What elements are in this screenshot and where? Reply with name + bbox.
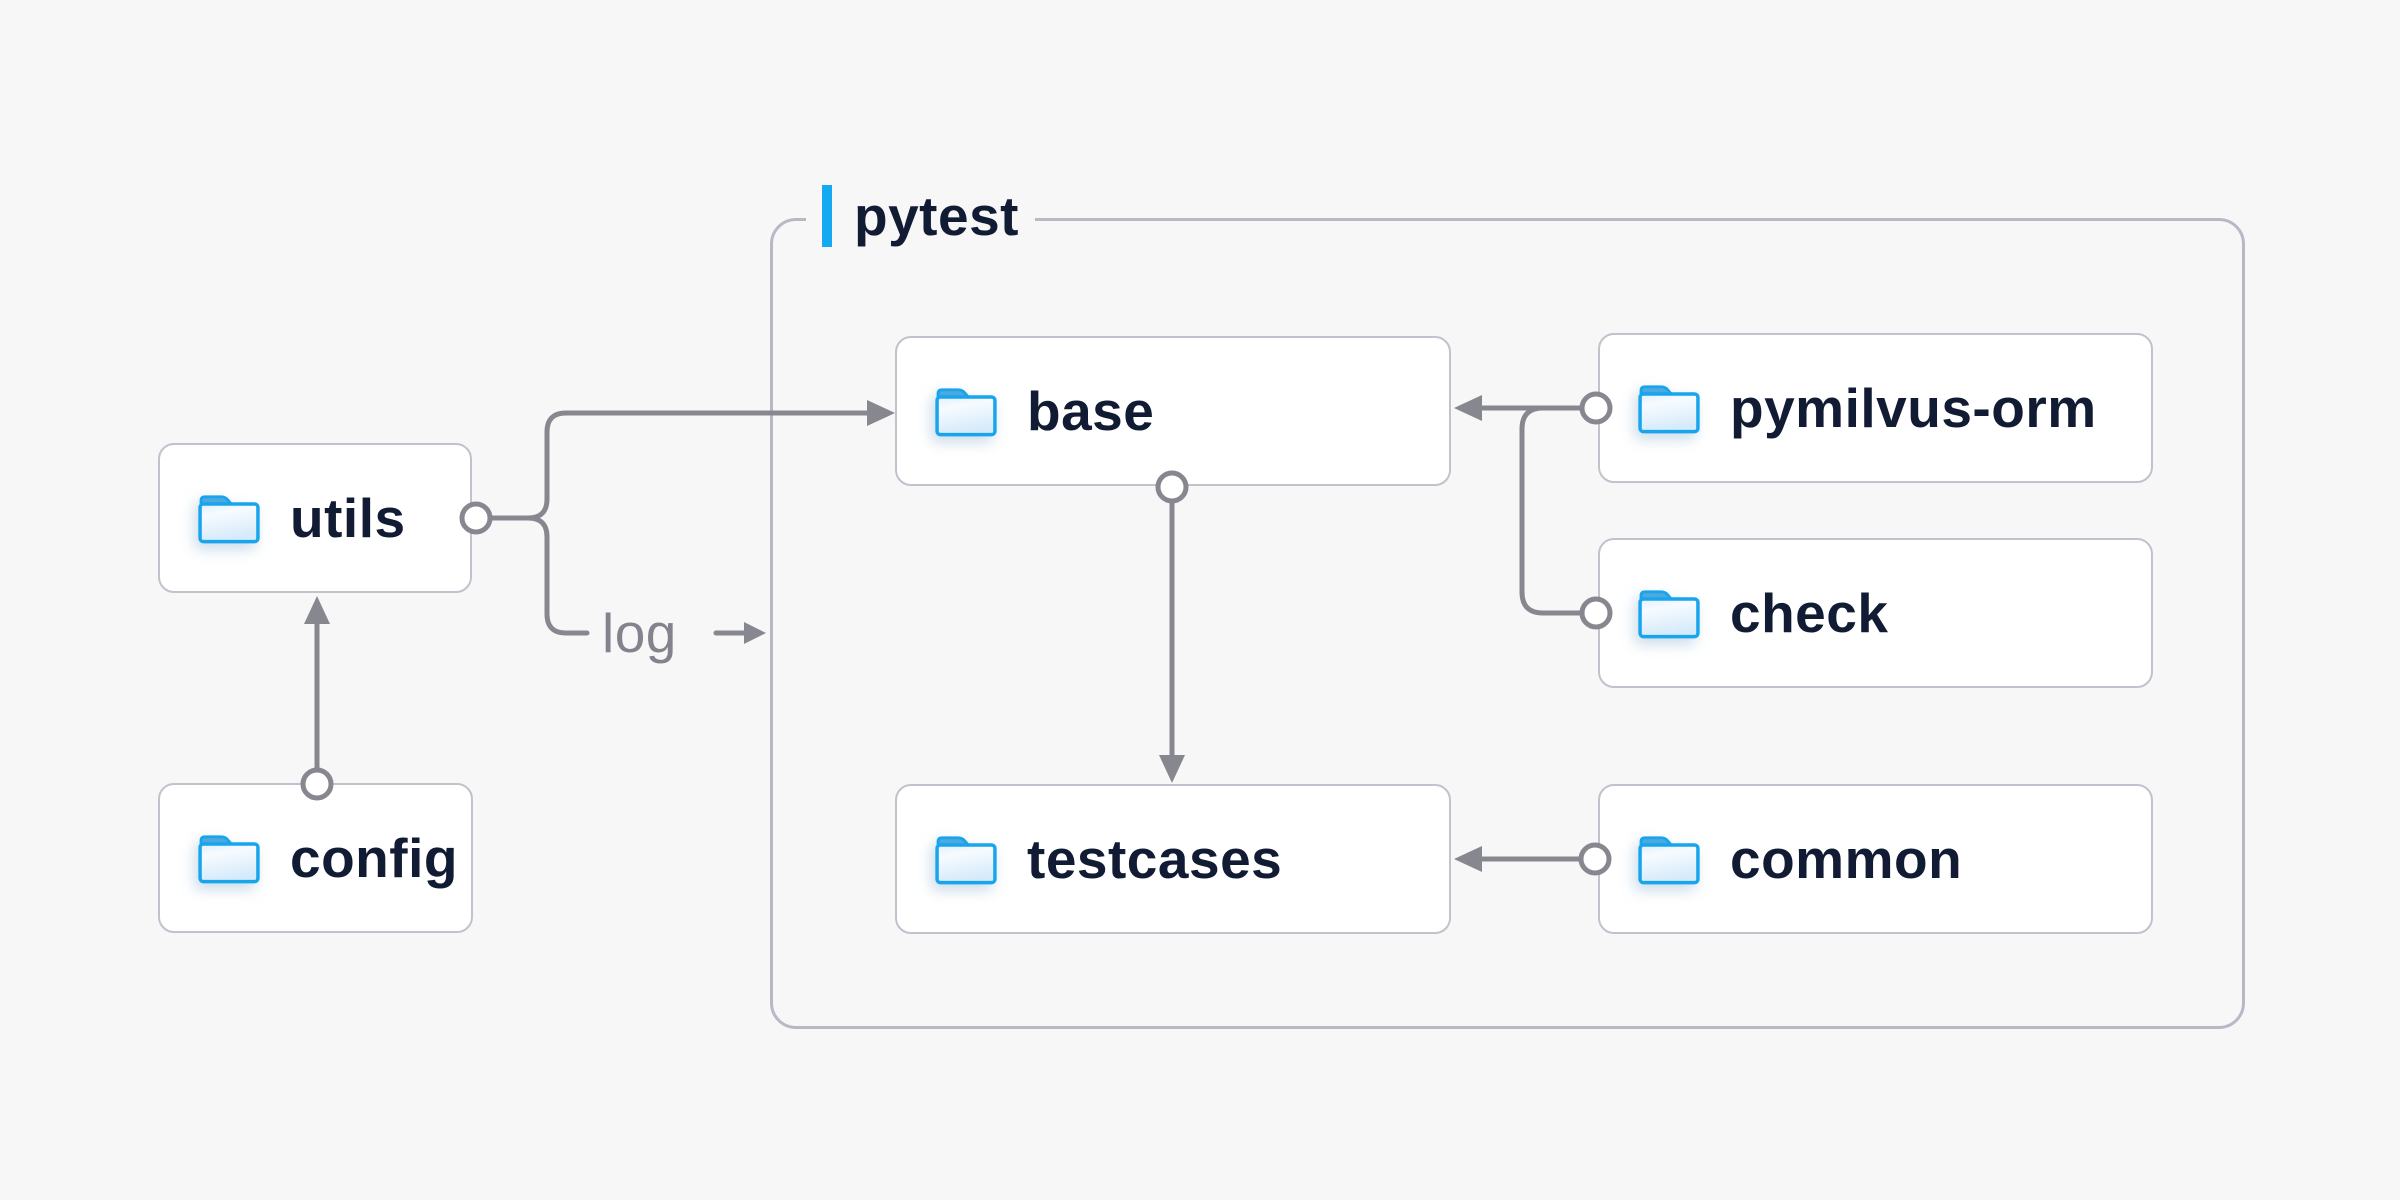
- node-label: utils: [290, 487, 406, 549]
- edge-config-utils: [304, 596, 330, 771]
- folder-icon: [935, 388, 997, 437]
- node-label: check: [1730, 582, 1889, 644]
- node-utils: utils: [158, 443, 472, 593]
- node-label: testcases: [1027, 828, 1283, 890]
- node-base: base: [895, 336, 1451, 486]
- node-check: check: [1598, 538, 2153, 688]
- accent-bar: [822, 185, 832, 247]
- folder-icon: [1638, 385, 1700, 434]
- log-edge-label: log: [602, 602, 677, 664]
- node-label: config: [290, 827, 458, 889]
- node-pymilvus-orm: pymilvus-orm: [1598, 333, 2153, 483]
- node-testcases: testcases: [895, 784, 1451, 934]
- folder-icon: [1638, 590, 1700, 639]
- folder-icon: [198, 495, 260, 544]
- pytest-label-text: pytest: [854, 185, 1019, 247]
- node-label: common: [1730, 828, 1963, 890]
- folder-icon: [198, 835, 260, 884]
- pytest-container: [770, 218, 2245, 1029]
- pytest-label: pytest: [806, 183, 1035, 249]
- node-label: base: [1027, 380, 1155, 442]
- folder-icon: [1638, 836, 1700, 885]
- node-common: common: [1598, 784, 2153, 934]
- folder-icon: [935, 836, 997, 885]
- node-label: pymilvus-orm: [1730, 377, 2097, 439]
- node-config: config: [158, 783, 473, 933]
